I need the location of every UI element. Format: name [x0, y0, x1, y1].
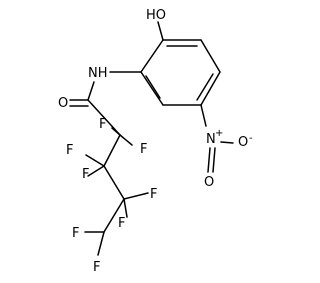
bond-nh-carbonyl — [87, 81, 95, 101]
bond-carbonyl-cf2 — [87, 99, 121, 136]
structure-canvas: HO NH O F F F F F F F F N + O - O — [58, 8, 253, 275]
fluorine-4-label: F — [82, 167, 89, 182]
ring-bond-c4-c5-inner — [196, 73, 214, 101]
ring-bond-c3-c4 — [200, 39, 221, 73]
ring-bond-c6-c1-inner — [145, 75, 161, 99]
nitro-n-label: N — [206, 132, 216, 147]
nitro-o2-label: O — [204, 175, 214, 190]
bond-cf2c-chf2 — [103, 198, 125, 233]
fluorine-8-label: F — [93, 260, 100, 275]
ring-bond-c6-c1 — [140, 71, 164, 106]
bond-cf2b-f4 — [87, 165, 105, 177]
hydroxyl-label: HO — [146, 8, 166, 23]
bond-c2-oh — [157, 21, 164, 41]
fluorine-1-label: F — [99, 117, 106, 132]
ring-bond-c4-c5 — [200, 71, 221, 106]
carbonyl-o-label: O — [58, 96, 68, 111]
nitro-o-charge: - — [249, 133, 253, 144]
amide-nh-label: NH — [88, 66, 108, 81]
bond-cf2c-f6 — [123, 198, 128, 218]
ring-bond-c1-c2 — [140, 39, 164, 73]
bond-cf2b-f3 — [85, 154, 105, 167]
bond-cf2a-f2 — [119, 134, 133, 146]
bond-cf2a-cf2b — [103, 134, 121, 167]
bond-cf2c-f5 — [123, 192, 149, 200]
fluorine-2-label: F — [140, 142, 147, 157]
bond-chf2-f8 — [97, 231, 105, 256]
bond-c5-nitro-n — [200, 104, 207, 127]
nitro-o-label: O — [238, 135, 248, 150]
fluorine-3-label: F — [66, 143, 73, 158]
fluorine-5-label: F — [150, 187, 157, 202]
fluorine-6-label: F — [118, 216, 125, 231]
bond-nitro-n-o-double-2 — [212, 147, 216, 173]
fluorine-7-label: F — [72, 226, 79, 241]
molecule-diagram: HO NH O F F F F F F F F N + O - O — [58, 8, 253, 275]
bond-nitro-n-o-double-1 — [207, 147, 211, 173]
nitro-n-charge: + — [215, 128, 223, 139]
bond-nitro-n-o — [220, 141, 234, 144]
bond-cf2a-f1 — [111, 127, 121, 136]
bond-cf2b-cf2c — [103, 165, 125, 200]
